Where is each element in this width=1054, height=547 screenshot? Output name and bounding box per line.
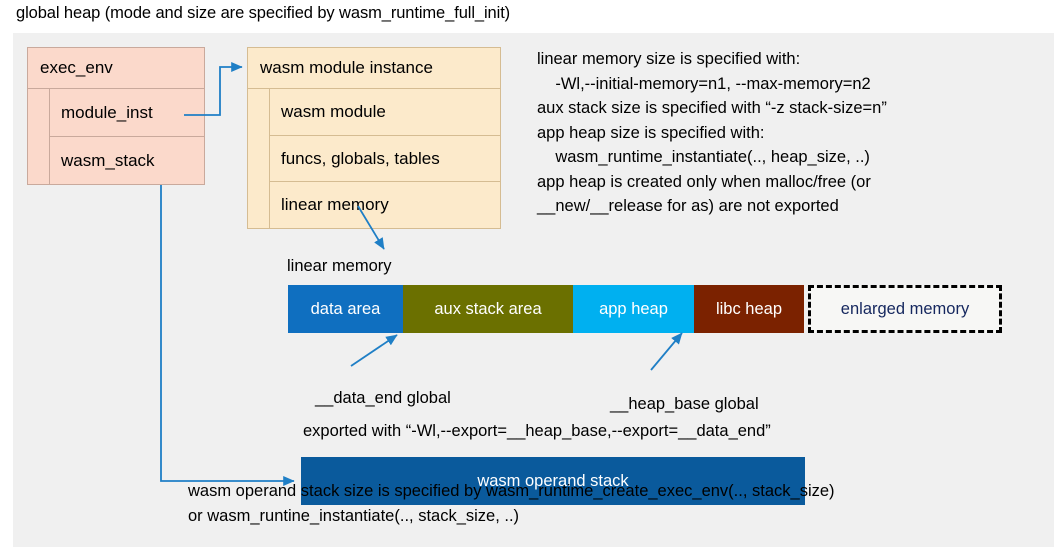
operand-stack-note: wasm operand stack size is specified by … [188,482,835,525]
exec-env-header: exec_env [28,48,204,89]
memory-segment-aux-stack-area: aux stack area [403,285,573,333]
linear-memory-notes: linear memory size is specified with: -W… [537,50,887,215]
data-end-global-label: __data_end global [315,389,451,407]
exec-env-row-module-inst: module_inst [50,89,204,137]
exec-env-box: exec_env module_inst wasm_stack [27,47,205,185]
wasm-module-instance-box: wasm module instance wasm module funcs, … [247,47,501,229]
wasm-module-instance-rows: wasm module funcs, globals, tables linea… [270,89,500,228]
exec-env-gutter [28,89,50,184]
row-funcs-globals-tables: funcs, globals, tables [270,136,500,183]
memory-segment-app-heap: app heap [573,285,694,333]
exec-env-body: module_inst wasm_stack [28,89,204,184]
arrow-data-end [350,334,398,367]
arrow-wasm-stack-to-operand-stack [160,185,295,487]
exec-env-rows: module_inst wasm_stack [50,89,204,184]
wasm-module-instance-body: wasm module funcs, globals, tables linea… [248,89,500,228]
wasm-module-instance-gutter [248,89,270,228]
row-wasm-module: wasm module [270,89,500,136]
wasm-operand-stack-bar: wasm operand stack [301,457,805,505]
memory-segment-enlarged-memory: enlarged memory [808,285,1002,333]
wasm-module-instance-header: wasm module instance [248,48,500,89]
memory-segment-data-area: data area [288,285,403,333]
diagram-canvas: exec_env module_inst wasm_stack wasm mod… [13,33,1054,547]
memory-segment-libc-heap: libc heap [694,285,804,333]
row-linear-memory: linear memory [281,195,389,215]
heap-base-global-label: __heap_base global [610,395,759,413]
exported-with-label: exported with “-Wl,--export=__heap_base,… [303,422,771,440]
page-title: global heap (mode and size are specified… [16,4,511,22]
globals-annotation: __data_end global __heap_base global expor… [303,385,771,445]
annotation-line-globals: __data_end global __heap_base global [303,385,771,413]
exec-env-row-wasm-stack: wasm_stack [61,150,155,170]
arrow-heap-base [650,332,683,371]
linear-memory-bar-label: linear memory [287,257,392,275]
